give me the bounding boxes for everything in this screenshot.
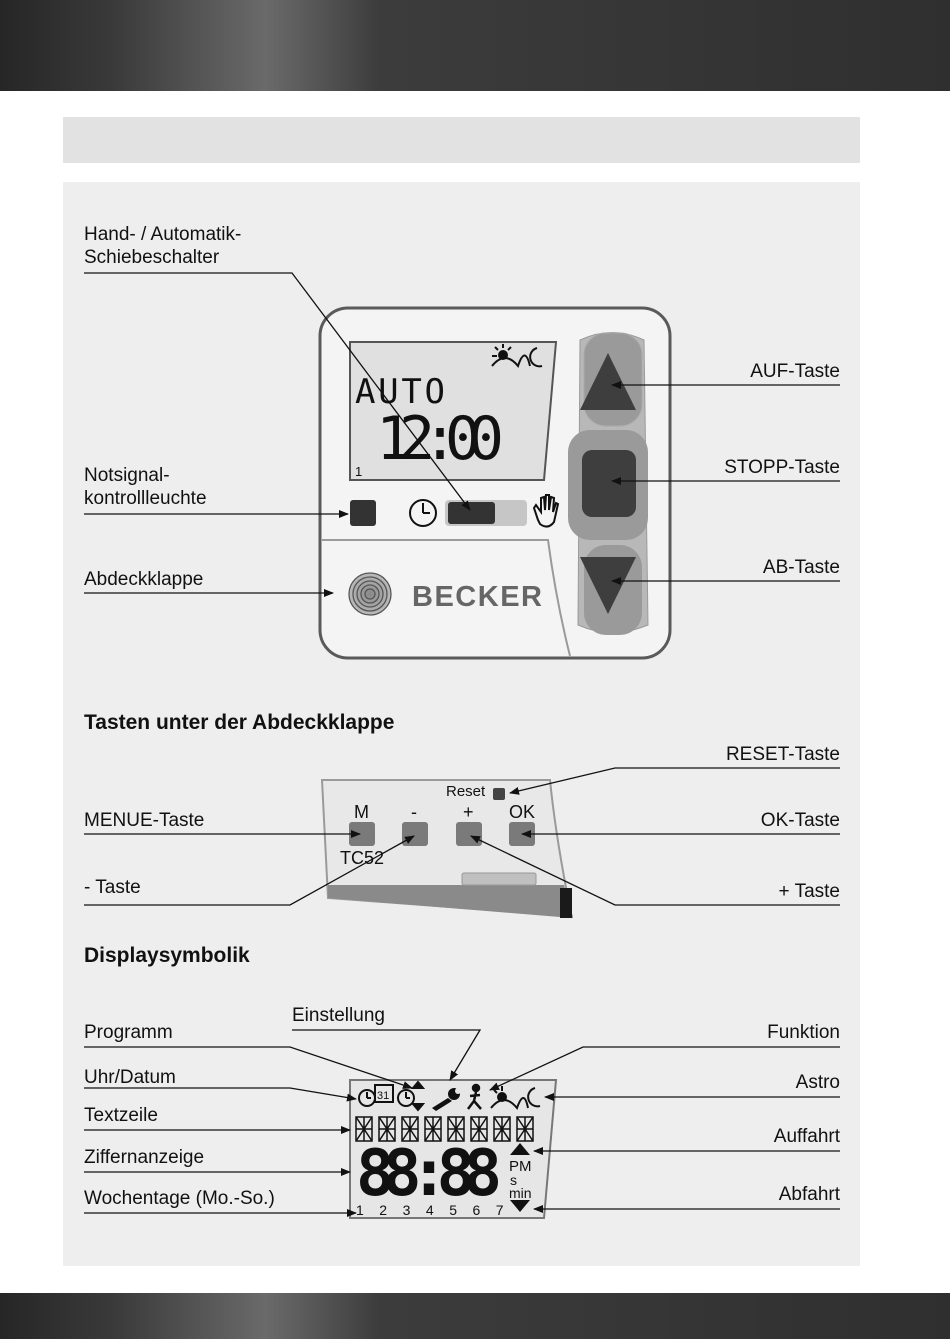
up-button[interactable]: [580, 353, 636, 410]
lcd-time-text: 12:00: [376, 404, 504, 474]
calendar-day-text: 31: [377, 1090, 389, 1102]
hand-icon: [532, 494, 560, 528]
weekday-number: 3: [403, 1202, 411, 1218]
text-cell-segments: [401, 1116, 419, 1142]
label-ziffernanzeige: Ziffernanzeige: [84, 1147, 205, 1168]
label-hand-auto-line1: Hand- / Automatik-: [84, 224, 242, 245]
top-bar: [0, 0, 950, 91]
menu-button[interactable]: [349, 822, 375, 846]
label-astro: Astro: [795, 1072, 840, 1093]
stop-button[interactable]: [582, 450, 636, 517]
plus-button[interactable]: [456, 822, 482, 846]
lcd-day-text: 1: [355, 464, 362, 479]
label-reset-taste: RESET-Taste: [725, 744, 840, 765]
label-notsignal-line2: kontrollleuchte: [84, 488, 207, 509]
label-programm: Programm: [84, 1022, 173, 1043]
clock-icon: [409, 499, 437, 527]
heading-displaysymbolik: Displaysymbolik: [84, 944, 250, 967]
minutes-text: min: [509, 1185, 532, 1201]
header-strip: [63, 117, 860, 163]
label-notsignal-line1: Notsignal-: [84, 465, 170, 486]
text-cell-segments: [447, 1116, 465, 1142]
function-icon: [467, 1083, 482, 1110]
label-abdeckklappe: Abdeckklappe: [84, 569, 204, 590]
keypad-ok-label: OK: [509, 802, 536, 822]
reset-button[interactable]: [493, 788, 505, 800]
wrench-icon: [432, 1088, 461, 1111]
program-icon: [397, 1080, 426, 1112]
text-cell-segments: [424, 1116, 442, 1142]
weekday-number: 1: [356, 1202, 364, 1218]
label-auffahrt: Auffahrt: [773, 1126, 840, 1147]
keypad-reset-caption: Reset: [446, 783, 486, 800]
label-wochentage: Wochentage (Mo.-So.): [84, 1188, 275, 1209]
ascent-arrow-icon: [510, 1143, 530, 1155]
text-cell-segments: [516, 1116, 534, 1142]
label-menue-taste: MENUE-Taste: [84, 810, 205, 831]
text-cell-segments: [493, 1116, 511, 1142]
descent-arrow-icon: [510, 1200, 530, 1212]
digit-display-text: 88:88: [356, 1137, 502, 1211]
label-hand-auto-line2: Schiebeschalter: [84, 247, 220, 268]
keypad-minus-label: -: [411, 802, 417, 822]
timer-device: [318, 306, 672, 660]
label-auf-taste: AUF-Taste: [750, 361, 840, 382]
emergency-led: [350, 500, 376, 526]
keypad-plus-label: +: [463, 802, 474, 822]
label-plus-taste: + Taste: [778, 881, 840, 902]
label-funktion: Funktion: [767, 1022, 840, 1043]
seconds-text: s: [510, 1172, 517, 1188]
astro-icon: [491, 344, 543, 369]
weekday-number: 5: [449, 1202, 457, 1218]
weekday-number: 6: [473, 1202, 481, 1218]
weekday-number: 4: [426, 1202, 434, 1218]
bottom-bar: [0, 1293, 950, 1339]
slider-knob: [448, 502, 495, 524]
label-abfahrt: Abfahrt: [778, 1184, 840, 1205]
astro-symbol-icon: [490, 1086, 541, 1111]
label-minus-taste: - Taste: [84, 877, 141, 898]
heading-tasten: Tasten unter der Abdeckklappe: [84, 711, 395, 734]
weekday-number: 7: [496, 1202, 504, 1218]
label-ab-taste: AB-Taste: [762, 557, 840, 578]
keypad-m-label: M: [354, 802, 369, 822]
weekday-number: 2: [379, 1202, 387, 1218]
keypad-model-label: TC52: [340, 848, 385, 868]
pm-text: PM: [509, 1158, 532, 1175]
label-textzeile: Textzeile: [84, 1105, 158, 1126]
down-button[interactable]: [580, 557, 636, 614]
text-cell-segments: [355, 1116, 373, 1142]
text-cell-segments: [378, 1116, 396, 1142]
lcd-screen: [349, 341, 558, 481]
minus-button[interactable]: [402, 822, 428, 846]
text-line-cells: [355, 1116, 534, 1142]
label-stopp-taste: STOPP-Taste: [724, 457, 840, 478]
brand-text: BECKER: [412, 581, 542, 613]
brand-logo-icon: [348, 572, 392, 616]
label-ok-taste: OK-Taste: [760, 810, 840, 831]
label-uhr-datum: Uhr/Datum: [84, 1067, 176, 1088]
clock-date-icon: [358, 1084, 394, 1107]
label-einstellung: Einstellung: [292, 1005, 385, 1026]
text-cell-segments: [470, 1116, 488, 1142]
